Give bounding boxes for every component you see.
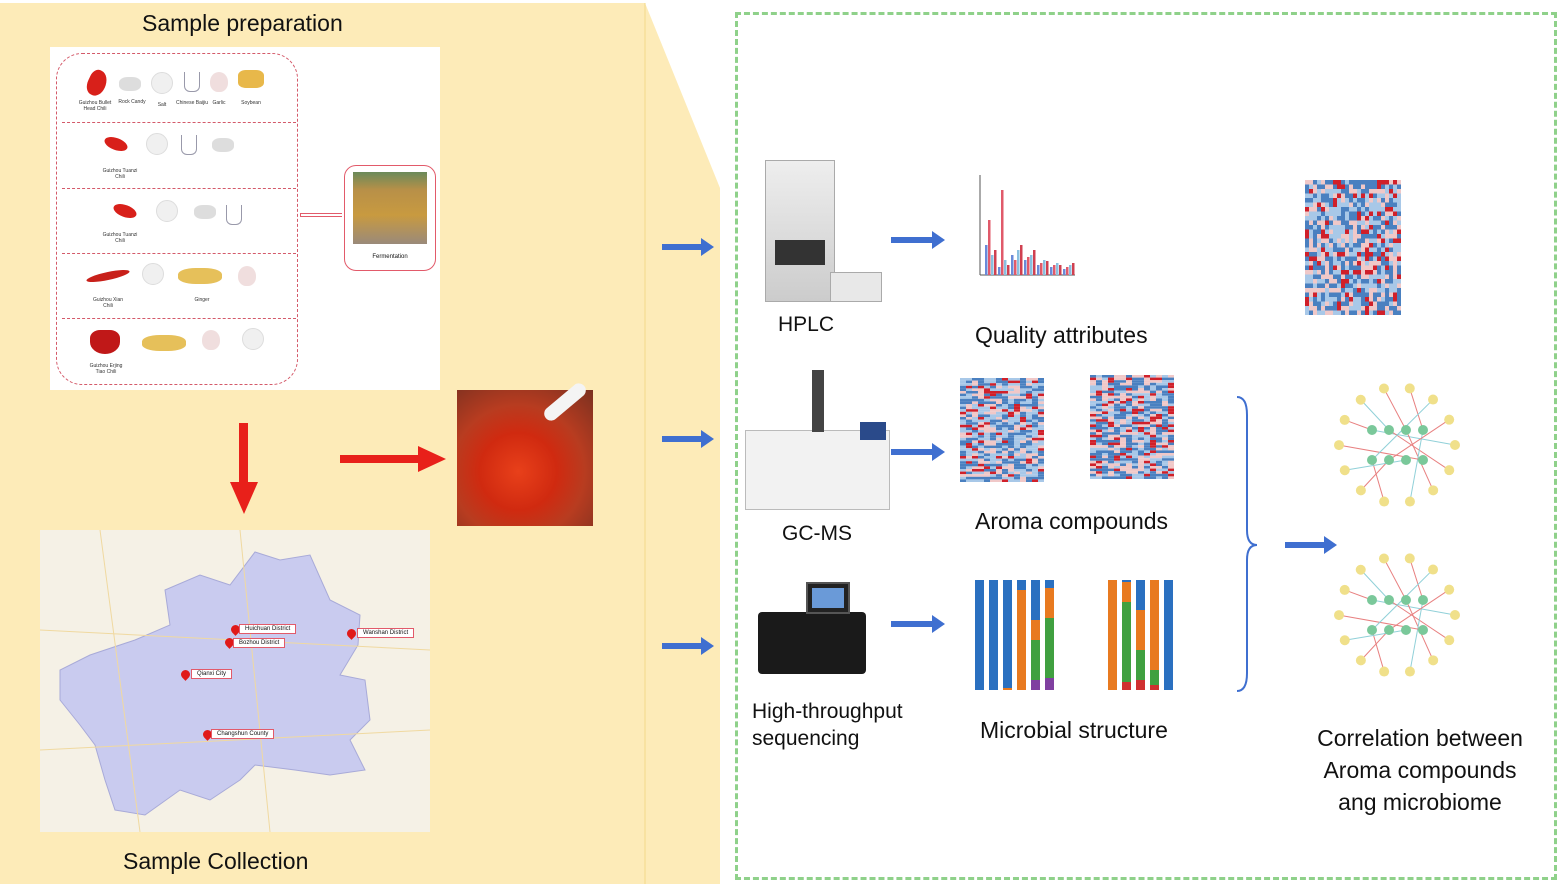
salt-icon xyxy=(151,72,173,94)
ingredient-label: Soybean xyxy=(241,100,261,106)
network-graph-1 xyxy=(1334,383,1460,507)
fermentation-box xyxy=(344,165,436,271)
result-label-aroma: Aroma compounds xyxy=(975,508,1169,534)
ingredient-label: Guizhou Tuanzi Chili xyxy=(102,232,138,244)
sample-collection-title: Sample Collection xyxy=(123,848,309,874)
rock-candy-icon xyxy=(119,77,141,91)
arrow-to-fermentation xyxy=(300,213,342,217)
arrow-right-icon xyxy=(662,238,714,256)
arrow-right-icon xyxy=(891,231,945,249)
quality-bar-chart-thumbnail xyxy=(979,175,1075,276)
map-location-label: Qianxi City xyxy=(191,669,233,679)
result-label-microbial: Microbial structure xyxy=(980,717,1168,743)
network-graph-2 xyxy=(1334,553,1460,677)
method-label-gcms: GC-MS xyxy=(782,522,852,545)
fermentation-jar-photo xyxy=(353,172,427,244)
baijiu-glass-icon xyxy=(181,135,197,155)
salt-icon xyxy=(146,133,168,155)
salt-icon xyxy=(156,200,178,222)
map-location-label: Wanshan District xyxy=(357,628,415,638)
aroma-heatmap-1 xyxy=(960,378,1044,482)
guizhou-map: Huichuan District Bozhou District Wansha… xyxy=(40,530,430,832)
baijiu-glass-icon xyxy=(226,205,242,225)
sequencer-instrument xyxy=(758,612,866,674)
gc-ms-instrument xyxy=(745,430,890,510)
arrow-right-icon xyxy=(891,443,945,461)
ingredient-groups-box xyxy=(56,53,298,385)
arrow-right-icon xyxy=(662,430,714,448)
arrow-right-icon xyxy=(662,637,714,655)
result-label-quality: Quality attributes xyxy=(975,322,1148,348)
bracket xyxy=(1236,396,1258,692)
microbial-stacked-bar-1 xyxy=(975,580,1054,690)
ingredient-label: Guizhou Erjing Tiao Chili xyxy=(89,363,123,375)
ginger-icon xyxy=(178,268,222,284)
down-arrow xyxy=(239,423,248,485)
baijiu-glass-icon xyxy=(184,72,200,92)
chili-icon xyxy=(90,330,120,354)
analysis-panel xyxy=(735,12,1557,880)
salt-icon xyxy=(242,328,264,350)
ingredient-label: Garlic xyxy=(212,100,226,106)
ingredient-label: Rock Candy xyxy=(118,99,146,105)
microbial-stacked-bar-2 xyxy=(1108,580,1173,690)
correlation-heatmap xyxy=(1305,180,1401,315)
ingredient-label: Chinese Baijiu xyxy=(176,100,208,106)
ginger-icon xyxy=(142,335,186,351)
fermentation-label: Fermentation xyxy=(372,254,408,260)
ingredient-label: Ginger xyxy=(194,297,210,303)
aroma-heatmap-2 xyxy=(1090,375,1174,479)
method-label-hplc: HPLC xyxy=(778,313,835,336)
map-location-label: Changshun County xyxy=(211,729,275,739)
garlic-icon xyxy=(238,266,256,286)
map-location-label: Bozhou District xyxy=(233,638,286,648)
chili-sauce-photo xyxy=(457,390,593,526)
garlic-icon xyxy=(210,72,228,92)
soybean-icon xyxy=(238,70,264,88)
right-arrow xyxy=(340,455,420,463)
correlation-label: Correlation between Aroma compounds ang … xyxy=(1317,725,1523,815)
arrow-right-icon xyxy=(1285,536,1337,554)
garlic-icon xyxy=(202,330,220,350)
method-label-sequencing: High-throughput sequencing xyxy=(752,700,903,750)
arrow-right-icon xyxy=(891,615,945,633)
ingredient-label: Guizhou Xian Chili xyxy=(92,297,124,309)
sample-preparation-title: Sample preparation xyxy=(142,10,343,36)
hplc-instrument xyxy=(765,160,835,302)
rock-candy-icon xyxy=(212,138,234,152)
salt-icon xyxy=(142,263,164,285)
rock-candy-icon xyxy=(194,205,216,219)
map-location-label: Huichuan District xyxy=(239,624,297,634)
ingredient-label: Guizhou Tuanzi Chili xyxy=(102,168,138,180)
ingredient-label: Guizhou Bullet Head Chili xyxy=(78,100,112,112)
ingredient-label: Salt xyxy=(157,102,167,108)
